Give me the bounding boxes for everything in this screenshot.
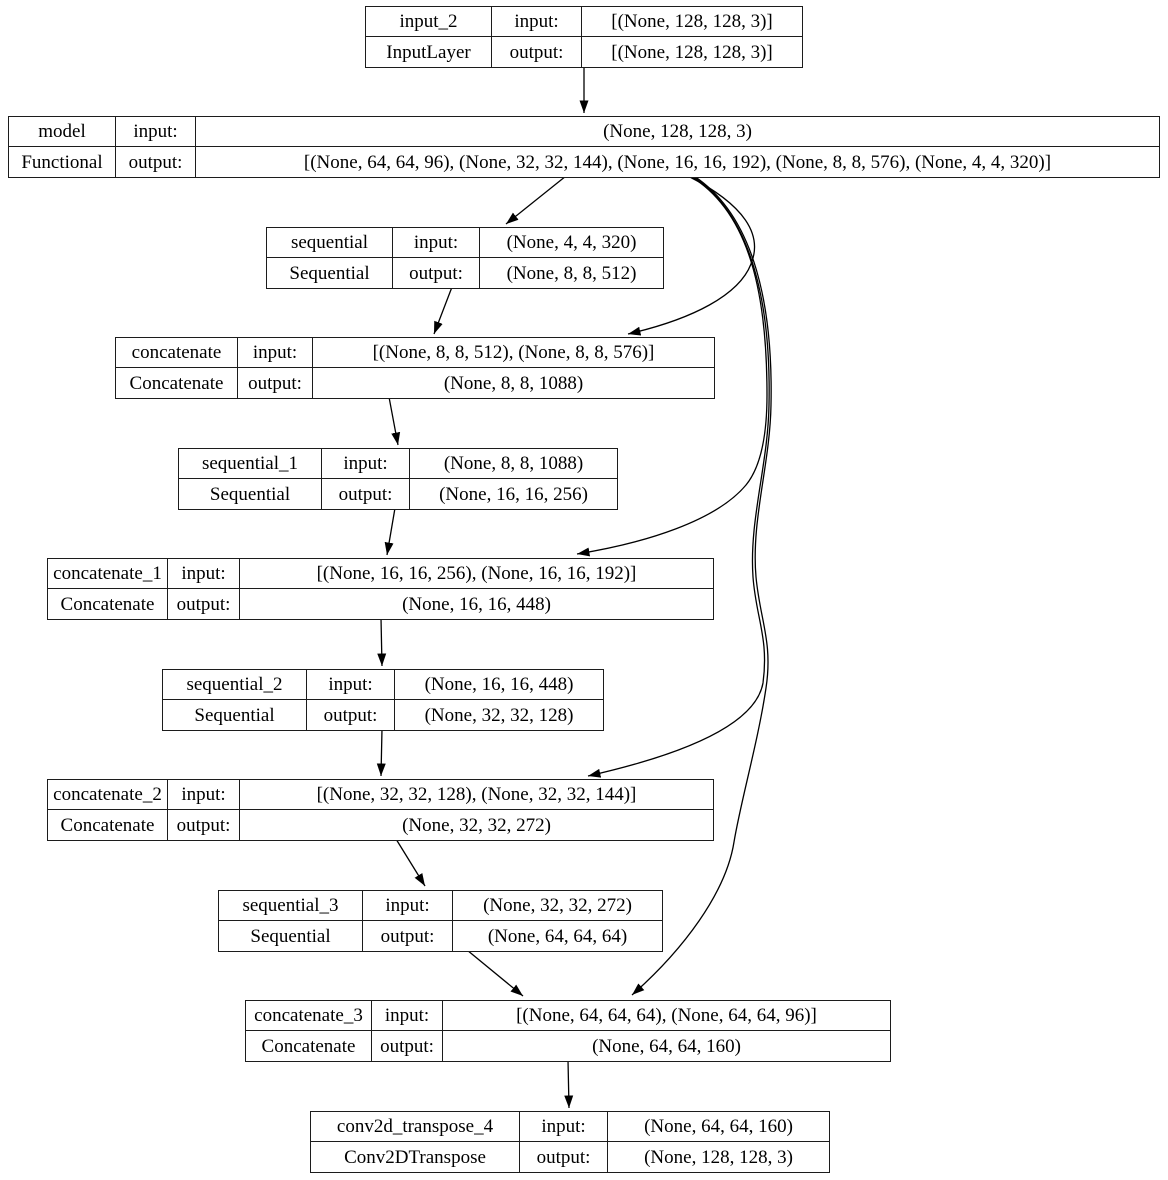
edge-sequential2-to-concatenate2 — [376, 728, 386, 777]
edge-model-to-sequential — [505, 175, 567, 225]
output-shape: (None, 128, 128, 3) — [644, 1146, 793, 1168]
edge-skip-model-to-concatenate1 — [576, 175, 768, 557]
layer-name: sequential_1 — [179, 449, 322, 479]
edge-skip-model-to-concatenate — [627, 175, 756, 336]
node-input-2: input_2 input: [(None, 128, 128, 3)] Inp… — [365, 6, 803, 68]
layer-name: sequential — [267, 228, 393, 258]
input-shape: [(None, 64, 64, 64), (None, 64, 64, 96)] — [443, 1001, 890, 1031]
layer-type: Functional — [9, 147, 116, 177]
layer-name: concatenate_2 — [48, 780, 168, 810]
input-shape: [(None, 32, 32, 128), (None, 32, 32, 144… — [240, 780, 713, 810]
input-label: input: — [322, 449, 410, 479]
node-sequential: sequential input: (None, 4, 4, 320) Sequ… — [266, 227, 664, 289]
layer-name: sequential_3 — [219, 891, 363, 921]
node-concatenate-2: concatenate_2 input: [(None, 32, 32, 128… — [47, 779, 714, 841]
layer-type: Concatenate — [48, 810, 168, 840]
output-shape: (None, 32, 32, 272) — [402, 814, 551, 836]
output-shape: (None, 64, 64, 160) — [592, 1035, 741, 1057]
output-label: output: — [520, 1142, 608, 1172]
node-conv2d-transpose-4: conv2d_transpose_4 input: (None, 64, 64,… — [310, 1111, 830, 1173]
input-label: input: — [238, 338, 313, 368]
edge-concatenate-to-sequential1 — [388, 396, 401, 446]
input-shape: [(None, 8, 8, 512), (None, 8, 8, 576)] — [313, 338, 714, 368]
input-label: input: — [492, 7, 582, 37]
layer-name: concatenate — [116, 338, 238, 368]
layer-name: conv2d_transpose_4 — [311, 1112, 520, 1142]
input-shape: [(None, 16, 16, 256), (None, 16, 16, 192… — [240, 559, 713, 589]
input-shape: (None, 32, 32, 272) — [453, 891, 662, 921]
edge-sequential1-to-concatenate1 — [384, 507, 396, 556]
layer-type: Concatenate — [48, 589, 168, 619]
layer-type: Sequential — [163, 700, 307, 730]
input-shape: (None, 128, 128, 3) — [196, 117, 1159, 147]
input-shape: (None, 4, 4, 320) — [480, 228, 663, 258]
layer-type: Conv2DTranspose — [311, 1142, 520, 1172]
edge-concatenate2-to-sequential3 — [395, 838, 426, 887]
input-shape: (None, 64, 64, 160) — [608, 1112, 829, 1142]
output-label: output: — [393, 258, 480, 288]
input-label: input: — [520, 1112, 608, 1142]
node-concatenate: concatenate input: [(None, 8, 8, 512), (… — [115, 337, 715, 399]
output-shape: (None, 32, 32, 128) — [424, 704, 574, 726]
output-shape: (None, 16, 16, 256) — [439, 483, 588, 505]
edge-sequential3-to-concatenate3 — [466, 949, 524, 997]
output-label: output: — [238, 368, 313, 398]
edge-concatenate1-to-sequential2 — [377, 617, 387, 667]
input-shape: (None, 16, 16, 448) — [395, 670, 603, 700]
output-shape: (None, 8, 8, 512) — [506, 262, 637, 284]
input-label: input: — [363, 891, 453, 921]
layer-name: concatenate_3 — [246, 1001, 372, 1031]
output-label: output: — [372, 1031, 443, 1061]
layer-type: Sequential — [219, 921, 363, 951]
input-shape: (None, 8, 8, 1088) — [410, 449, 617, 479]
node-concatenate-3: concatenate_3 input: [(None, 64, 64, 64)… — [245, 1000, 891, 1062]
output-shape: (None, 16, 16, 448) — [402, 593, 551, 615]
layer-name: sequential_2 — [163, 670, 307, 700]
layer-type: Concatenate — [246, 1031, 372, 1061]
input-label: input: — [372, 1001, 443, 1031]
input-shape: [(None, 128, 128, 3)] — [582, 7, 802, 37]
node-concatenate-1: concatenate_1 input: [(None, 16, 16, 256… — [47, 558, 714, 620]
edge-skip-model-to-concatenate3 — [631, 175, 772, 996]
input-label: input: — [307, 670, 395, 700]
layer-type: Sequential — [179, 479, 322, 509]
output-label: output: — [168, 589, 240, 619]
edge-skip-model-to-concatenate2 — [587, 175, 770, 778]
output-shape: [(None, 64, 64, 96), (None, 32, 32, 144)… — [303, 151, 1052, 173]
input-label: input: — [393, 228, 480, 258]
input-label: input: — [168, 559, 240, 589]
output-label: output: — [363, 921, 453, 951]
output-label: output: — [307, 700, 395, 730]
output-label: output: — [168, 810, 240, 840]
node-sequential-3: sequential_3 input: (None, 32, 32, 272) … — [218, 890, 663, 952]
node-sequential-2: sequential_2 input: (None, 16, 16, 448) … — [162, 669, 604, 731]
layer-name: input_2 — [366, 7, 492, 37]
node-sequential-1: sequential_1 input: (None, 8, 8, 1088) S… — [178, 448, 618, 510]
output-shape: (None, 8, 8, 1088) — [443, 372, 584, 394]
node-model: model input: (None, 128, 128, 3) Functio… — [8, 116, 1160, 178]
layer-name: concatenate_1 — [48, 559, 168, 589]
output-shape: (None, 64, 64, 64) — [487, 925, 628, 947]
layer-type: Sequential — [267, 258, 393, 288]
edge-sequential-to-concatenate — [433, 286, 453, 335]
layer-type: InputLayer — [366, 37, 492, 67]
input-label: input: — [116, 117, 196, 147]
output-label: output: — [116, 147, 196, 177]
output-label: output: — [322, 479, 410, 509]
edge-concatenate3-to-conv2dtranspose4 — [564, 1059, 574, 1109]
layer-type: Concatenate — [116, 368, 238, 398]
output-label: output: — [492, 37, 582, 67]
output-shape: [(None, 128, 128, 3)] — [611, 41, 773, 63]
input-label: input: — [168, 780, 240, 810]
layer-name: model — [9, 117, 116, 147]
